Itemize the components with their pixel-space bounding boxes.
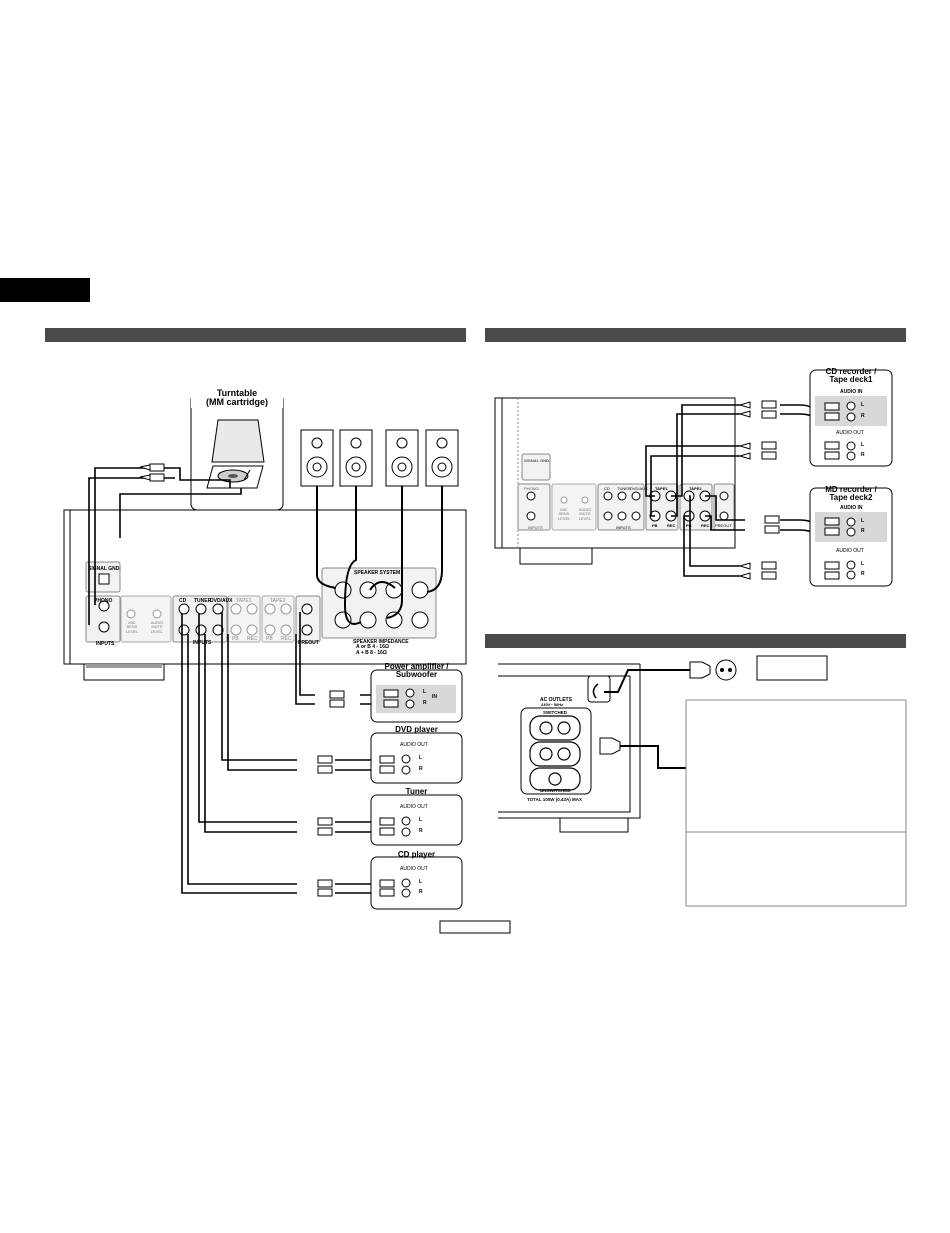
tuner-audio-out: AUDIO OUT bbox=[400, 804, 428, 810]
cd-recorder-out-L: L bbox=[861, 442, 865, 448]
cd-player-title: CD player bbox=[397, 850, 436, 859]
md-recorder-title: MD recorder / Tape deck2 bbox=[825, 485, 877, 503]
cd-recorder-in-R: R bbox=[861, 413, 865, 419]
tape2-label-right: TAPE2 bbox=[689, 486, 702, 491]
inputs-label-left-a: INPUTS bbox=[96, 641, 115, 647]
signal-gnd-label-right: SIGNAL GND. bbox=[524, 458, 551, 463]
inputs-label-right-a: INPUTS bbox=[528, 525, 543, 530]
power-amp-R: R bbox=[423, 700, 427, 706]
power-amp-title: Power amplifier / Subwoofer bbox=[384, 662, 449, 680]
dvd-player-title: DVD player bbox=[395, 725, 438, 734]
inputs-label-right-b: INPUTS bbox=[616, 525, 631, 530]
cd-label-right: CD bbox=[604, 486, 610, 491]
pb-label-right-1: PB bbox=[652, 523, 658, 528]
turntable-title: Turntable (MM cartridge) bbox=[191, 388, 283, 408]
dvd-R: R bbox=[419, 766, 423, 772]
tuner-R: R bbox=[419, 828, 423, 834]
section-bar-analog-connections bbox=[45, 328, 466, 342]
tape1-label-right: TAPE1 bbox=[655, 486, 668, 491]
cd-recorder-audio-out: AUDIO OUT bbox=[836, 430, 864, 436]
unswitched-label: UNSWITCHED bbox=[540, 788, 571, 793]
total-power-label: TOTAL 100W (0.43A) MAX bbox=[527, 797, 583, 802]
md-recorder-out-L: L bbox=[861, 561, 865, 567]
speaker-impedance-label: SPEAKER IMPEDANCE bbox=[353, 639, 409, 645]
section-bar-recorder-connections bbox=[485, 328, 906, 342]
md-recorder-audio-in: AUDIO IN bbox=[840, 505, 863, 511]
cd-R: R bbox=[419, 889, 423, 895]
dvd-audio-out: AUDIO OUT bbox=[400, 742, 428, 748]
preout-label-right: PREOUT bbox=[715, 523, 732, 528]
rec-label-right-1: REC bbox=[667, 523, 676, 528]
tuner-title: Tuner bbox=[405, 787, 428, 796]
cd-recorder-out-R: R bbox=[861, 452, 865, 458]
signal-gnd-label: SIGNAL GND. bbox=[88, 566, 121, 572]
cd-recorder-title: CD recorder / Tape deck1 bbox=[825, 367, 877, 385]
pb-label-right-2: PB bbox=[686, 523, 692, 528]
phono-label-right: PHONO bbox=[524, 486, 539, 491]
dvd-L: L bbox=[419, 755, 423, 761]
ac-outlets-label: AC OUTLETS bbox=[540, 697, 572, 703]
pb-label-1: PB bbox=[232, 636, 239, 642]
md-recorder-out-R: R bbox=[861, 571, 865, 577]
impedance-line-2: A + B 8 - 16Ω bbox=[356, 650, 387, 656]
md-recorder-audio-out: AUDIO OUT bbox=[836, 548, 864, 554]
mute-label-right: AUDIO MUTE LEVEL bbox=[578, 507, 592, 521]
tuner-L: L bbox=[419, 817, 423, 823]
tuner-label: TUNER bbox=[194, 598, 212, 604]
language-tab bbox=[0, 278, 90, 302]
cd-L: L bbox=[419, 879, 423, 885]
tape2-label: TAPE2 bbox=[270, 598, 286, 604]
dvd-aux-label: DVD/AUX bbox=[210, 598, 233, 604]
preout-label: PREOUT bbox=[298, 640, 319, 646]
speaker-system-label: SPEAKER SYSTEM bbox=[354, 570, 401, 576]
cd-audio-out: AUDIO OUT bbox=[400, 866, 428, 872]
phono-label: PHONO bbox=[94, 598, 113, 604]
dvdaux-label-right: DVD/AUX bbox=[630, 486, 648, 491]
cd-recorder-in-L: L bbox=[861, 402, 865, 408]
switched-label: SWITCHED bbox=[543, 710, 567, 715]
power-amp-in: IN bbox=[432, 694, 437, 700]
mic-sens-label: MIC SENS LEVEL bbox=[126, 620, 139, 634]
cd-recorder-audio-in: AUDIO IN bbox=[840, 389, 863, 395]
md-recorder-in-R: R bbox=[861, 528, 865, 534]
section-bar-power-connections bbox=[485, 634, 906, 648]
rec-label-2: REC bbox=[281, 636, 292, 642]
rec-label-1: REC bbox=[247, 636, 258, 642]
impedance-line-1: A or B 4 - 16Ω bbox=[356, 644, 389, 650]
tape1-label: TAPE1 bbox=[236, 598, 252, 604]
audio-mute-label: AUDIO MUTE LEVEL bbox=[150, 620, 164, 634]
inputs-label-left-b: INPUTS bbox=[193, 640, 212, 646]
rec-label-right-2: REC bbox=[701, 523, 710, 528]
cd-label: CD bbox=[179, 598, 187, 604]
speaker-icons bbox=[300, 429, 459, 487]
pb-label-2: PB bbox=[266, 636, 273, 642]
power-amp-L: L bbox=[423, 689, 427, 695]
ac-voltage-label: 230V~ 50Hz bbox=[541, 702, 564, 707]
mic-label-right: MIC SENS LEVEL bbox=[558, 507, 571, 521]
tuner-label-right: TUNER bbox=[617, 486, 631, 491]
md-recorder-in-L: L bbox=[861, 518, 865, 524]
